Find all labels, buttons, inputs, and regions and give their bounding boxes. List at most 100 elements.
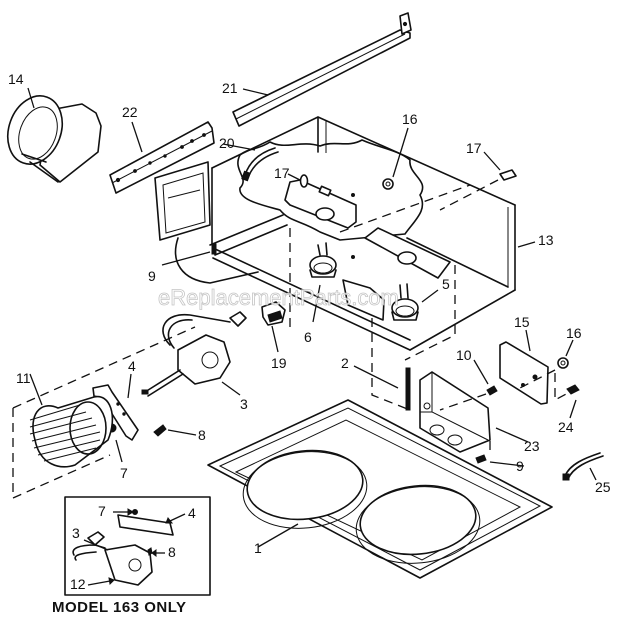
part-label-6: 6 — [304, 329, 312, 345]
leader-line — [27, 87, 35, 109]
part-label-19: 19 — [271, 355, 287, 371]
wiring-box-part[interactable] — [419, 371, 491, 453]
guide-line — [439, 393, 487, 411]
housing-part[interactable] — [154, 116, 516, 351]
cover-plate-part[interactable] — [499, 341, 549, 405]
part-label-17-left: 17 — [274, 165, 290, 181]
leader-line — [257, 523, 299, 548]
leader-line — [287, 173, 301, 181]
hanger-bar-22-part[interactable] — [109, 121, 215, 194]
leader-line — [565, 339, 574, 357]
part-label-15: 15 — [514, 314, 530, 330]
wire-harness-part[interactable] — [241, 147, 279, 182]
model-163-inset — [64, 496, 211, 596]
grille-part[interactable] — [207, 399, 553, 579]
inset-arrow-head — [165, 517, 174, 524]
inset-motor[interactable] — [72, 531, 153, 586]
part-label-1: 1 — [254, 540, 262, 556]
inset-label-12: 12 — [70, 576, 86, 592]
nut-16-top-part[interactable] — [382, 178, 394, 190]
screw-9-bottom-part[interactable] — [475, 454, 487, 464]
part-label-20: 20 — [219, 135, 235, 151]
part-label-14: 14 — [8, 71, 24, 87]
leader-line — [589, 467, 597, 481]
screw-8-part[interactable] — [153, 424, 167, 437]
guide-line — [439, 179, 499, 211]
inset-motor-bracket[interactable] — [117, 514, 174, 536]
screw-9-top-part[interactable] — [211, 243, 217, 255]
receptacle-part[interactable] — [261, 301, 286, 326]
part-label-16-top: 16 — [402, 111, 418, 127]
part-label-11: 11 — [16, 370, 31, 386]
leader-line — [473, 359, 489, 385]
leader-line — [29, 373, 43, 406]
lamp-socket-6-part[interactable] — [309, 242, 337, 278]
part-label-13: 13 — [538, 232, 554, 248]
screw-24-part[interactable] — [566, 384, 580, 395]
leader-line — [569, 399, 577, 419]
guide-line — [12, 326, 196, 499]
nut-16-right-part[interactable] — [557, 357, 569, 369]
connector-part[interactable] — [562, 452, 604, 481]
leader-line — [167, 429, 197, 436]
part-label-3: 3 — [240, 396, 248, 412]
screw-10-part[interactable] — [486, 385, 498, 396]
inset-arrow — [87, 580, 111, 586]
leader-line — [115, 439, 123, 463]
watermark: eReplacementParts.com — [158, 285, 399, 310]
lamp-socket-5-part[interactable] — [391, 283, 419, 321]
mounting-bracket — [342, 279, 385, 321]
guide-line — [554, 373, 571, 402]
hanger-bar-21-part[interactable] — [232, 12, 412, 127]
blower-wheel-part[interactable] — [29, 395, 114, 468]
part-label-23: 23 — [524, 438, 540, 454]
part-label-5: 5 — [442, 276, 450, 292]
part-label-22: 22 — [122, 104, 138, 120]
spring-part[interactable] — [405, 367, 411, 411]
inset-arrow — [169, 513, 186, 522]
leader-line — [221, 381, 241, 396]
inset-label-7: 7 — [98, 503, 106, 519]
part-label-9-bottom: 9 — [516, 458, 524, 474]
leader-line — [483, 151, 501, 171]
inset-arrow-head — [151, 549, 157, 557]
part-label-24: 24 — [558, 419, 574, 435]
part-label-10: 10 — [456, 347, 472, 363]
inset-caption: MODEL 163 ONLY — [52, 599, 187, 616]
part-label-17-right: 17 — [466, 140, 482, 156]
leader-line — [495, 427, 529, 443]
part-label-21: 21 — [222, 80, 238, 96]
leader-line — [131, 121, 143, 153]
leader-line — [392, 127, 409, 178]
leader-line — [242, 88, 269, 96]
inset-label-4: 4 — [188, 505, 196, 521]
part-label-16-right: 16 — [566, 325, 582, 341]
guide-line — [371, 318, 411, 411]
inset-leader — [83, 539, 109, 551]
part-label-4: 4 — [128, 358, 136, 374]
leader-line — [127, 373, 132, 399]
inset-label-8: 8 — [168, 544, 176, 560]
part-label-8: 8 — [198, 427, 206, 443]
leader-line — [525, 329, 531, 352]
motor-part[interactable] — [141, 311, 247, 397]
leader-line — [161, 251, 211, 266]
leader-line — [353, 365, 399, 389]
part-label-25: 25 — [595, 479, 611, 495]
inset-screw[interactable] — [147, 547, 153, 556]
part-label-2: 2 — [341, 355, 349, 371]
inset-label-3: 3 — [72, 525, 80, 541]
guide-line — [404, 265, 456, 361]
leader-line — [271, 325, 279, 353]
inset-arrow-head — [108, 577, 115, 586]
part-label-9-top: 9 — [148, 268, 156, 284]
leader-line — [517, 241, 536, 248]
leader-line — [421, 289, 439, 303]
duct-connector-part[interactable] — [0, 88, 102, 183]
part-label-7: 7 — [120, 465, 128, 481]
guide-line — [519, 369, 556, 389]
clip-17-left-part[interactable] — [299, 174, 309, 188]
leader-line — [312, 284, 321, 323]
clip-17-right-part[interactable] — [499, 169, 517, 181]
